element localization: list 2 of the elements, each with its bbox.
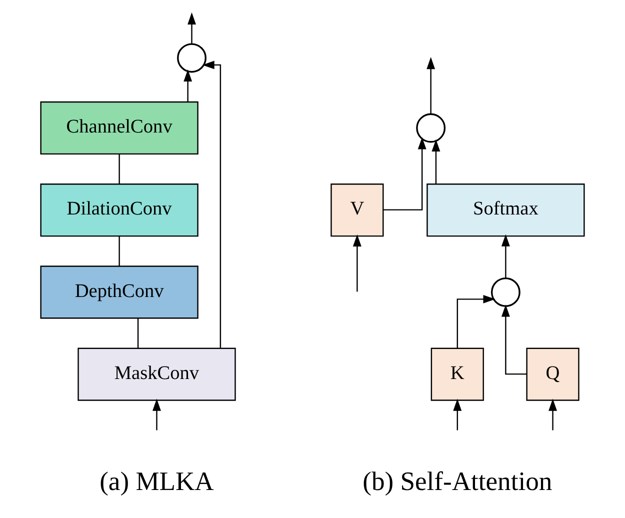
label: (a) MLKA (100, 466, 214, 496)
label: (b) Self-Attention (362, 466, 552, 496)
